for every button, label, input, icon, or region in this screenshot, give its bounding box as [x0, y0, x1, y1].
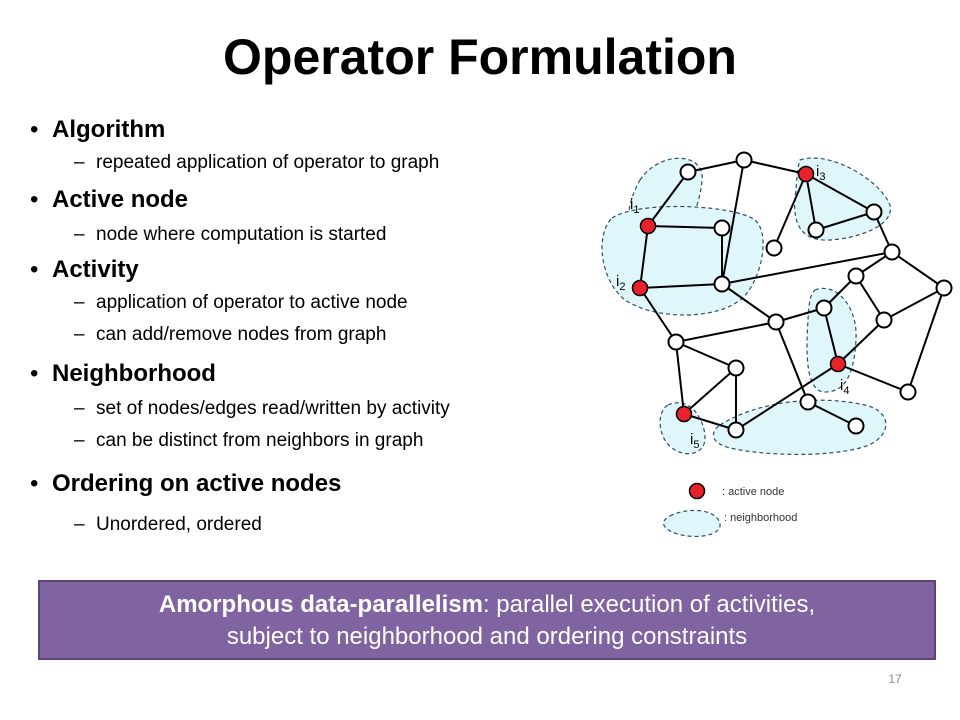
sub-bullet-text: set of nodes/edges read/written by activ…	[96, 398, 450, 419]
label-i5: i5	[690, 431, 699, 451]
graph-node	[807, 221, 825, 239]
graph-node	[935, 279, 953, 297]
sub-bullet: –can be distinct from neighbors in graph	[74, 430, 424, 451]
sub-bullet: –repeated application of operator to gra…	[74, 152, 440, 173]
sub-bullet-text: can be distinct from neighbors in graph	[96, 430, 424, 451]
sub-bullet-text: node where computation is started	[96, 224, 387, 245]
graph-node	[883, 243, 901, 261]
graph-node	[667, 333, 685, 351]
graph-node	[727, 359, 745, 377]
bullet-algorithm: •Algorithm	[30, 116, 166, 143]
bullet-neighborhood: •Neighborhood	[30, 360, 216, 387]
legend-neighborhood-label: : neighborhood	[724, 512, 797, 524]
slide-title: Operator Formulation	[223, 29, 737, 85]
sub-bullet: –set of nodes/edges read/written by acti…	[74, 398, 450, 419]
neighborhood-i2	[601, 205, 764, 316]
graph-nodes	[667, 151, 953, 439]
graph-node	[713, 219, 731, 237]
neighborhood-i3	[794, 157, 891, 241]
bullet-label: Neighborhood	[52, 360, 216, 387]
graph-node	[847, 267, 865, 285]
label-i4: i4	[840, 377, 849, 397]
label-i3: i3	[816, 163, 825, 183]
sub-bullet: –Unordered, ordered	[74, 514, 262, 535]
legend-active-node-label: : active node	[722, 486, 784, 498]
bullet-label: Activity	[52, 256, 139, 283]
graph-node	[727, 421, 745, 439]
sub-bullet-text: application of operator to active node	[96, 292, 408, 313]
neighborhood-i5	[659, 402, 706, 455]
graph-diagram: i1 i2 i3 i4 i5 : active node : neighborh…	[601, 151, 953, 537]
banner-line-2: subject to neighborhood and ordering con…	[226, 623, 748, 650]
bullet-activity: •Activity	[30, 256, 139, 283]
banner-bold-term: Amorphous data-parallelism	[158, 591, 483, 618]
active-node-i3	[797, 165, 815, 183]
graph-node	[713, 275, 731, 293]
legend-neighborhood-swatch	[662, 509, 721, 537]
active-node-i2	[631, 279, 649, 297]
summary-banner: Amorphous data-parallelism: parallel exe…	[38, 580, 936, 660]
bullet-active-node: •Active node	[30, 186, 189, 213]
bullet-label: Ordering on active nodes	[52, 470, 342, 497]
graph-node	[865, 203, 883, 221]
neighborhood-regions	[601, 157, 891, 537]
bullet-label: Active node	[52, 186, 189, 213]
sub-bullet-text: can add/remove nodes from graph	[96, 324, 387, 345]
bullet-label: Algorithm	[52, 116, 166, 143]
active-node-i5	[675, 405, 693, 423]
graph-node	[679, 163, 697, 181]
page-number: 17	[888, 672, 902, 686]
label-i2: i2	[616, 273, 625, 293]
graph-node	[765, 239, 783, 257]
graph-node	[875, 311, 893, 329]
legend-active-node-swatch	[688, 482, 706, 500]
graph-node	[799, 393, 817, 411]
active-node-i1	[639, 217, 657, 235]
banner-text: : parallel execution of activities,	[482, 591, 816, 618]
active-node-i4	[829, 355, 847, 373]
banner-line-1: Amorphous data-parallelism: parallel exe…	[40, 589, 934, 621]
active-nodes	[631, 165, 847, 500]
sub-bullet: –node where computation is started	[74, 224, 387, 245]
bullet-ordering: •Ordering on active nodes	[30, 470, 342, 497]
graph-node	[899, 383, 917, 401]
sub-bullet-text: Unordered, ordered	[96, 514, 262, 535]
sub-bullet: –application of operator to active node	[74, 292, 408, 313]
sub-bullet-text: repeated application of operator to grap…	[96, 152, 440, 173]
sub-bullet: –can add/remove nodes from graph	[74, 324, 387, 345]
label-i1: i1	[630, 196, 639, 216]
graph-node	[815, 299, 833, 317]
graph-node	[767, 313, 785, 331]
graph-node	[735, 151, 753, 169]
graph-node	[847, 417, 865, 435]
